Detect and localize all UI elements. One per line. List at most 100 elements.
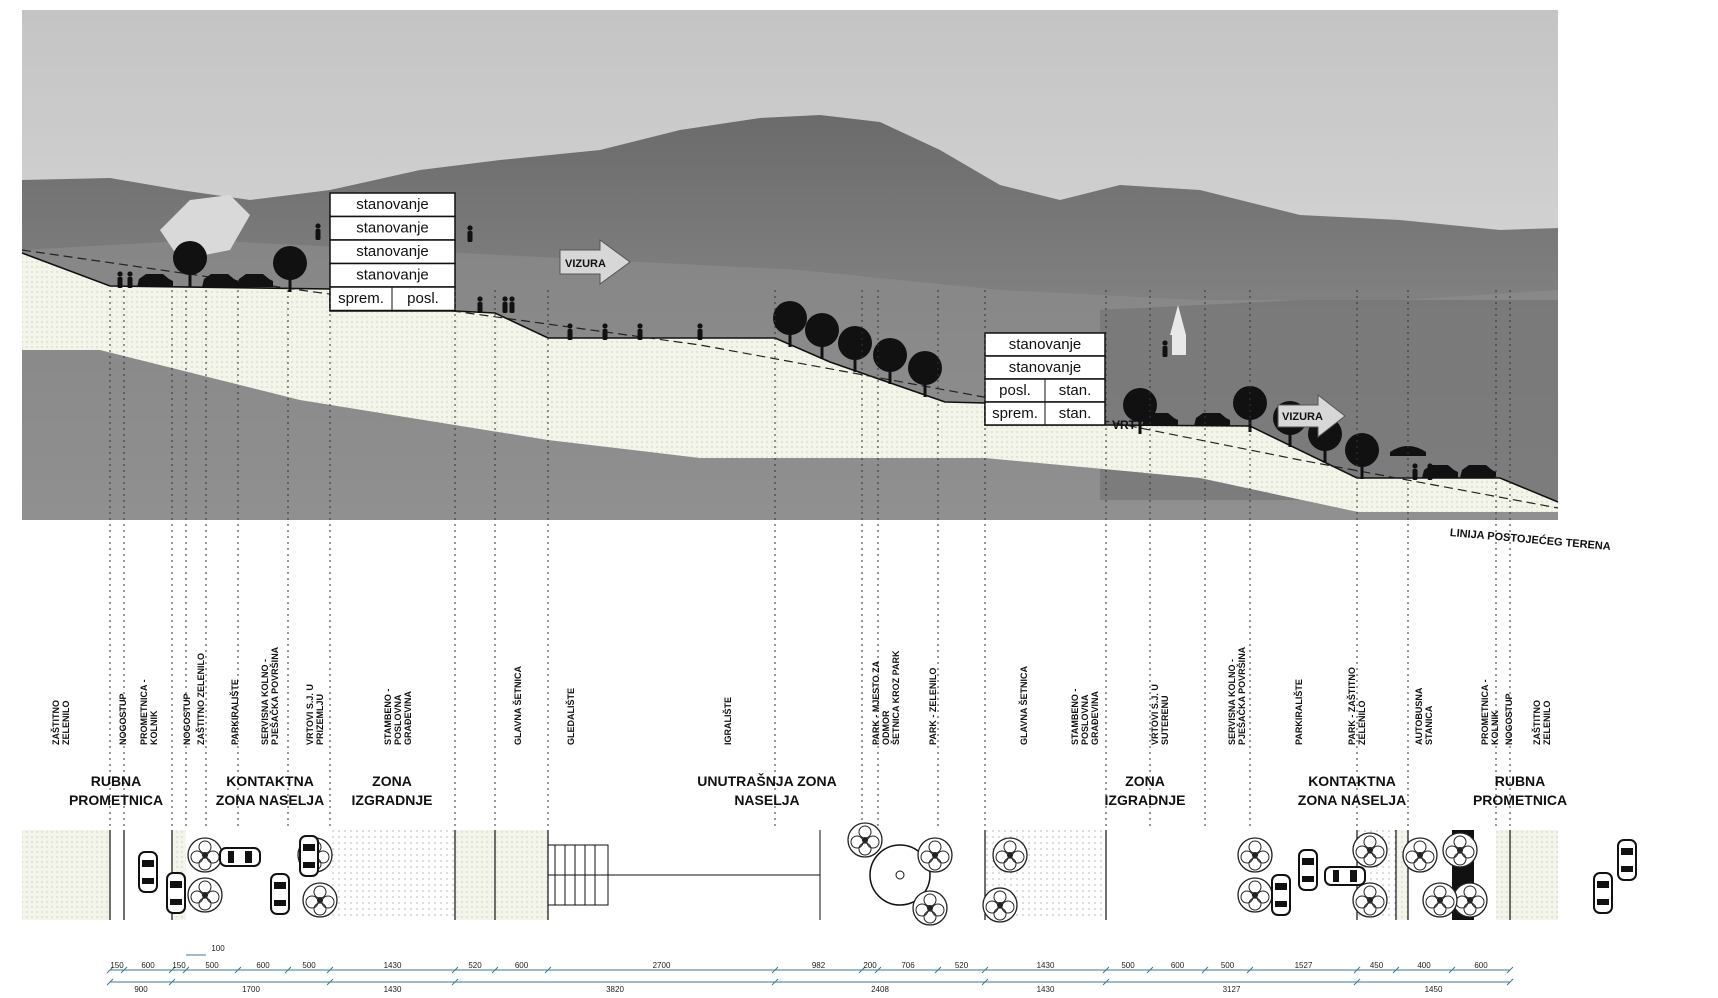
plan-tree-icon xyxy=(912,890,948,926)
dimension-value: 500 xyxy=(1221,961,1235,970)
subzone-label: PARKIRALIŠTE xyxy=(229,679,240,745)
plan-car-icon xyxy=(219,847,261,867)
subzone-label: ZAŠTITNO ZELENILO xyxy=(195,653,206,745)
subzone-label: STAMBENO -POSLOVNAGRAĐEVINA xyxy=(1070,689,1100,745)
zone-label-line: ZONA xyxy=(372,773,412,789)
subzone-label-line: GRAĐEVINA xyxy=(1090,690,1100,745)
dimension-value: 1430 xyxy=(1037,961,1055,970)
dimension-tick xyxy=(1448,966,1456,974)
zone-label-line: KONTAKTNA xyxy=(226,773,314,789)
dimension-value: 2700 xyxy=(653,961,671,970)
dimension-tick xyxy=(326,966,334,974)
building-ground-label: posl. xyxy=(407,290,439,307)
dimension-value: 150 xyxy=(172,961,186,970)
plan-tree-icon xyxy=(1352,832,1388,868)
vizura-arrow-right: VIZURA xyxy=(1277,393,1346,439)
subzone-label-line: STANICA xyxy=(1424,705,1434,745)
dimension-value: 1430 xyxy=(384,961,402,970)
dimension-value: 500 xyxy=(205,961,219,970)
plan-tree-icon xyxy=(992,837,1028,873)
dimension-tick xyxy=(934,966,942,974)
dimension-value: 1430 xyxy=(1037,985,1055,993)
subzone-label-line: SUTERENU xyxy=(1160,695,1170,745)
plan-tree-icon xyxy=(187,877,223,913)
dimension-tick xyxy=(874,966,882,974)
subzone-label-line: VRTOVI S.J. U xyxy=(1150,684,1160,745)
subzone-label: PARKIRALIŠTE xyxy=(1293,679,1304,745)
zone-label: KONTAKTNA ZONA NASELJA xyxy=(216,773,324,808)
plan-tree-icon xyxy=(187,837,223,873)
vizura-label-left: VIZURA xyxy=(565,258,606,270)
subzone-label-line: GLEDALIŠTE xyxy=(565,688,576,745)
zone-label-line: IZGRADNJE xyxy=(1105,792,1186,808)
dimension-value: 982 xyxy=(812,961,826,970)
plan-car-icon xyxy=(166,872,186,914)
dimension-tick xyxy=(234,966,242,974)
dimension-tick xyxy=(1201,966,1209,974)
dimension-value: 600 xyxy=(256,961,270,970)
dimension-tick xyxy=(1392,966,1400,974)
dimension-value: 450 xyxy=(1370,961,1384,970)
plan-car-icon xyxy=(138,851,158,893)
zone-label-line: ZONA NASELJA xyxy=(216,792,324,808)
dimension-tick xyxy=(120,966,128,974)
dimension-value: 500 xyxy=(302,961,316,970)
plan-tree-icon xyxy=(1237,877,1273,913)
building-floor-label: stan. xyxy=(1059,382,1092,399)
subzone-label-line: PARK - ZAŠTITNO xyxy=(1346,667,1357,745)
subzone-label: PARK - ZAŠTITNOZELENILO xyxy=(1346,667,1367,745)
vizura-arrow-left: VIZURA xyxy=(559,239,631,285)
plan-car-icon xyxy=(1324,866,1366,886)
dimension-value: 1450 xyxy=(1425,985,1443,993)
plan-tree-icon xyxy=(302,882,338,918)
vrt-label: VRT xyxy=(1112,418,1137,432)
plan-building-area xyxy=(330,830,455,920)
subzone-label-line: ZELENILO xyxy=(1542,701,1552,746)
subzone-label: SERVISNA KOLNO -PJEŠAČKA POVRŠINA xyxy=(1227,646,1247,745)
building-floor-label: stanovanje xyxy=(356,243,429,260)
subzone-label: GLAVNA ŠETNICA xyxy=(512,665,523,745)
plan-tree-icon xyxy=(1237,837,1273,873)
subzone-label: ŠETNICA KROZ PARK xyxy=(890,650,901,745)
subzone-label-line: AUTOBUSNA xyxy=(1414,687,1424,745)
zone-label-line: PROMETNICA xyxy=(69,792,163,808)
subzone-label-line: GRAĐEVINA xyxy=(403,690,413,745)
dimension-value: 900 xyxy=(134,985,148,993)
subzone-label-line: NOGOSTUP xyxy=(182,693,192,745)
building-floor-label: stanovanje xyxy=(1009,336,1082,353)
zone-label-line: IZGRADNJE xyxy=(352,792,433,808)
dimension-tick xyxy=(1102,966,1110,974)
dimension-value: 2408 xyxy=(871,985,889,993)
subzone-label: GLEDALIŠTE xyxy=(565,688,576,745)
plan-tree-icon xyxy=(917,837,953,873)
plan-car-icon xyxy=(1298,849,1318,891)
plan-tree-icon xyxy=(1452,882,1488,918)
plan-tree-icon xyxy=(1422,882,1458,918)
subzone-label: NOGOSTUP xyxy=(1504,693,1514,745)
dimension-tick xyxy=(858,966,866,974)
dimension-tick xyxy=(326,978,334,986)
dimension-value: 500 xyxy=(1121,961,1135,970)
subzone-label: STAMBENO -POSLOVNAGRAĐEVINA xyxy=(383,689,413,745)
dimension-tick xyxy=(168,978,176,986)
subzone-label-line: STAMBENO - xyxy=(383,689,393,745)
building-floor-label: stanovanje xyxy=(356,220,429,237)
subzone-label: VRTOVI S.J. UPRIZEMLJU xyxy=(305,684,325,745)
vizura-label-right: VIZURA xyxy=(1282,411,1323,423)
plan-view xyxy=(22,822,1637,926)
subzone-label-line: PARKIRALIŠTE xyxy=(229,679,240,745)
subzone-label: GLAVNA ŠETNICA xyxy=(1018,665,1029,745)
dimension-tick xyxy=(168,966,176,974)
subzone-label-line: VRTOVI S.J. U xyxy=(305,684,315,745)
subzone-label-line: ZAŠTITNO xyxy=(1531,700,1542,745)
subzone-label: ZAŠTITNOZELENILO xyxy=(50,700,71,745)
plan-car-icon xyxy=(299,835,319,877)
building-floor-label: sprem. xyxy=(992,405,1038,422)
plan-contact-zone xyxy=(1106,830,1250,920)
building-left: stanovanjestanovanjestanovanjestanovanje… xyxy=(329,192,456,312)
